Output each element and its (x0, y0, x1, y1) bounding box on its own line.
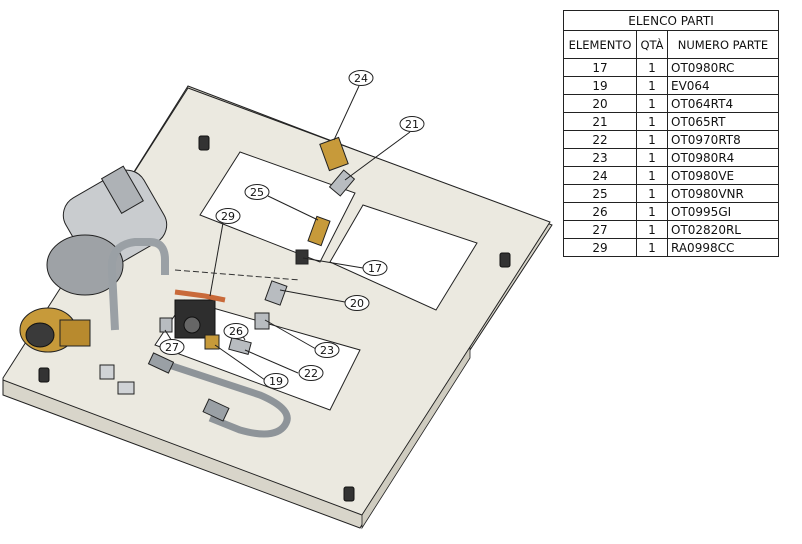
balloon-26: 26 (223, 323, 249, 339)
cell-numero-parte: OT064RT4 (667, 94, 779, 113)
cell-numero-parte: OT0970RT8 (667, 130, 779, 149)
svg-text:24: 24 (354, 72, 368, 85)
cell-elemento: 29 (563, 238, 637, 257)
cell-numero-parte: RA0998CC (667, 238, 779, 257)
balloon-24: 24 (348, 70, 374, 86)
cell-numero-parte: OT02820RL (667, 220, 779, 239)
cell-numero-parte: OT0980R4 (667, 148, 779, 167)
balloon-leaders (164, 85, 411, 381)
header-elemento: ELEMENTO (563, 30, 637, 59)
fittings (99, 136, 356, 422)
header-qta: QTÀ (636, 30, 668, 59)
cell-elemento: 17 (563, 58, 637, 77)
svg-text:17: 17 (368, 262, 382, 275)
cell-qta: 1 (636, 166, 668, 185)
cell-numero-parte: OT065RT (667, 112, 779, 131)
balloon-29: 29 (215, 208, 241, 224)
cell-elemento: 24 (563, 166, 637, 185)
balloons: 24 21 25 29 17 20 26 23 27 22 19 (159, 70, 425, 389)
svg-text:19: 19 (269, 375, 283, 388)
cell-numero-parte: OT0980VNR (667, 184, 779, 203)
bent-tube (107, 238, 169, 331)
cell-elemento: 23 (563, 148, 637, 167)
parts-list-table: ELENCO PARTI ELEMENTO QTÀ NUMERO PARTE 1… (563, 10, 779, 257)
cell-elemento: 25 (563, 184, 637, 203)
cell-elemento: 27 (563, 220, 637, 239)
svg-text:26: 26 (229, 325, 243, 338)
cell-qta: 1 (636, 94, 668, 113)
cell-numero-parte: OT0980VE (667, 166, 779, 185)
cell-numero-parte: OT0995GI (667, 202, 779, 221)
cell-qta: 1 (636, 76, 668, 95)
svg-text:21: 21 (405, 118, 419, 131)
cell-elemento: 20 (563, 94, 637, 113)
mounting-feet (38, 135, 511, 502)
balloon-22: 22 (298, 365, 324, 381)
table-title: ELENCO PARTI (563, 10, 779, 31)
cell-qta: 1 (636, 130, 668, 149)
cell-qta: 1 (636, 58, 668, 77)
cell-elemento: 26 (563, 202, 637, 221)
cell-qta: 1 (636, 112, 668, 131)
cell-numero-parte: OT0980RC (667, 58, 779, 77)
copper-pipe (174, 289, 226, 303)
cell-elemento: 22 (563, 130, 637, 149)
solenoid-valve (174, 299, 220, 350)
balloon-27: 27 (159, 339, 185, 355)
svg-text:29: 29 (221, 210, 235, 223)
balloon-21: 21 (399, 116, 425, 132)
cell-elemento: 19 (563, 76, 637, 95)
balloon-25: 25 (244, 184, 270, 200)
balloon-19: 19 (263, 373, 289, 389)
svg-text:25: 25 (250, 186, 264, 199)
balloon-20: 20 (344, 295, 370, 311)
svg-text:22: 22 (304, 367, 318, 380)
balloon-17: 17 (362, 260, 388, 276)
u-hose (158, 358, 291, 438)
svg-text:20: 20 (350, 297, 364, 310)
svg-text:23: 23 (320, 344, 334, 357)
centre-line (174, 269, 301, 281)
base-plate (2, 85, 553, 530)
cell-numero-parte: EV064 (667, 76, 779, 95)
cell-qta: 1 (636, 238, 668, 257)
cell-qta: 1 (636, 148, 668, 167)
header-numero-parte: NUMERO PARTE (667, 30, 779, 59)
cell-elemento: 21 (563, 112, 637, 131)
svg-text:27: 27 (165, 341, 179, 354)
cell-qta: 1 (636, 220, 668, 239)
brass-pump-head (19, 307, 91, 353)
cell-qta: 1 (636, 202, 668, 221)
balloon-23: 23 (314, 342, 340, 358)
cell-qta: 1 (636, 184, 668, 203)
